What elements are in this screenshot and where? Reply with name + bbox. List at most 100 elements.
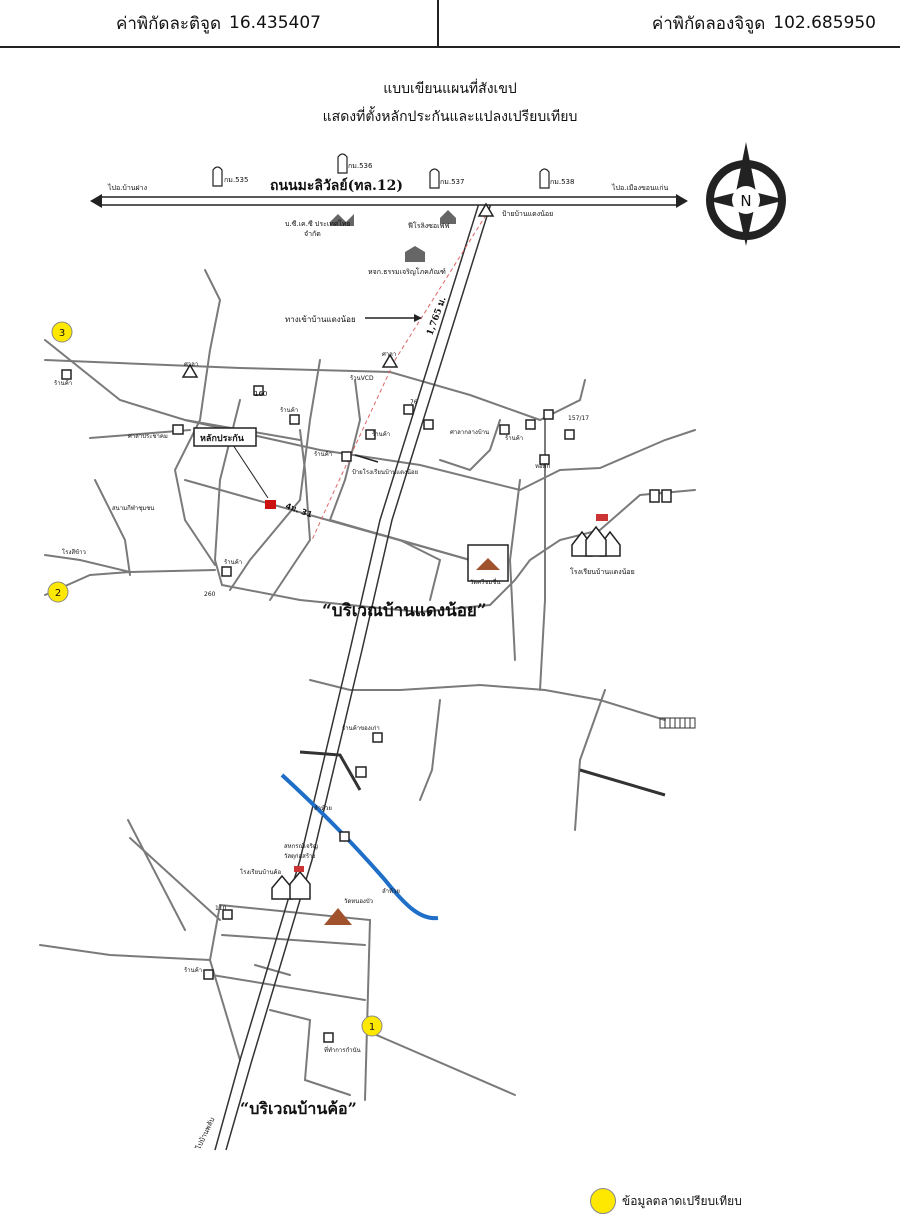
label-110: 110 [215, 905, 227, 912]
label-company2: ฟีโรลิงซอเฟฟ [408, 221, 449, 230]
temple-icon [476, 558, 500, 570]
comparable-marker-1 [361, 1015, 383, 1037]
road-segment [254, 964, 291, 976]
label-hall: หอพัก [535, 463, 551, 470]
factory-roof [330, 214, 354, 226]
longitude-cell: ค่าพิกัดลองจิจูด 102.685950 [439, 0, 900, 46]
label-coop: สหกรณ์เจริญ [284, 842, 318, 850]
label-mill: โรงสีข้าว [62, 548, 86, 556]
road-bankho-east-exit [364, 1029, 516, 1096]
label-road-width: 4ม. 31 [284, 501, 314, 519]
marker-2-label: 2 [55, 588, 61, 599]
road-bankho-west [208, 904, 241, 1061]
collateral-label-box [193, 427, 257, 447]
highway-arrow-east [676, 194, 688, 208]
label-shop-4: ร้านค้า [314, 451, 332, 458]
building [499, 424, 510, 435]
highway-to-left: ไปอ.บ้านฝาง [107, 183, 147, 192]
longitude-value: 102.685950 [773, 13, 876, 33]
road-segment [99, 196, 679, 206]
building [203, 969, 214, 980]
label-to-south: ไปบ้านพลับ [193, 1116, 216, 1152]
temple-icon [324, 908, 352, 925]
road-segment [439, 419, 501, 472]
road-segment [269, 429, 312, 601]
arrowhead [414, 314, 422, 322]
building [372, 732, 383, 743]
label-temple2: วัดหนองบัว [344, 898, 373, 905]
building [403, 404, 414, 415]
label-village-sign: ป้ายบ้านแดงน้อย [502, 210, 553, 218]
compass-ring [732, 186, 760, 214]
building [253, 385, 264, 396]
label-field: สนามกีฬาชุมชน [112, 504, 154, 512]
building [323, 1032, 334, 1043]
road-segment [508, 479, 521, 661]
building [661, 489, 672, 503]
road-segment [127, 819, 186, 931]
compass-n-label: N [740, 192, 751, 210]
road-segment [664, 718, 691, 728]
highway [90, 194, 688, 208]
compass-needle [212, 166, 223, 187]
label-shop-vcd: ร้านVCD [350, 375, 374, 382]
road-west-vertical [213, 399, 241, 586]
label-area-bandaengnoi: “บริเวณบ้านแดงน้อย” [322, 601, 487, 621]
road-bankho-east [219, 904, 372, 1101]
road-bankho-west-exit [39, 944, 211, 961]
comparable-marker-2 [47, 581, 69, 603]
label-collateral: หลักประกัน [200, 433, 245, 444]
label-coop2: วัสดุก่อสร้าง [284, 853, 315, 860]
highway-arrow-west [90, 194, 102, 208]
label-office: ที่ทำการกำนัน [324, 1046, 361, 1054]
label-company3: หจก.ธรรมเจริญโภคภัณฑ์ [368, 267, 446, 276]
building [355, 766, 367, 778]
label-shop-7: ร้านค้า [184, 967, 202, 974]
creek-line [280, 773, 439, 921]
km-538: กม.538 [550, 178, 574, 186]
school-building [289, 870, 311, 900]
road-segment [579, 768, 666, 797]
km-535: กม.535 [224, 176, 248, 184]
building [289, 414, 300, 425]
label-creek-1: ลำห้วย [314, 805, 332, 812]
building [543, 409, 554, 420]
legend: ข้อมูลตลาดเปรียบเทียบ [590, 1188, 742, 1214]
label-pavilion-2: ศาลา [382, 351, 396, 358]
km-536: กม.536 [348, 162, 373, 170]
building [525, 419, 536, 430]
sign-pole [381, 353, 399, 368]
label-shop-5: ร้านค้า [505, 435, 523, 442]
road-segment [269, 1009, 351, 1096]
latitude-label: ค่าพิกัดละติจูด [116, 13, 222, 34]
road-east-west-north [44, 339, 696, 492]
label-company1b: จำกัด [304, 230, 321, 238]
road-segment [221, 934, 366, 946]
km-marker-icons [212, 153, 550, 189]
comparable-marker-3 [51, 321, 73, 343]
marker-1-label: 1 [369, 1022, 375, 1033]
label-shop-3: ร้านค้า [372, 431, 390, 438]
road-segment [229, 359, 321, 591]
legend-text: ข้อมูลตลาดเปรียบเทียบ [622, 1193, 742, 1208]
latitude-cell: ค่าพิกัดละติจูด 16.435407 [0, 0, 439, 46]
dark-tracks [299, 750, 666, 797]
label-160: 160 [254, 390, 267, 398]
label-sala-kaan: ศาลากลางบ้าน [450, 429, 489, 436]
label-157: 157/17 [568, 415, 589, 422]
road-segment [329, 379, 362, 521]
legend-marker-icon [590, 1188, 616, 1214]
flag-icon [596, 514, 608, 521]
road-north-loop [44, 359, 586, 422]
distance-line [311, 214, 487, 541]
compass-needle [736, 142, 756, 192]
label-shop-1: ร้านค้า [54, 380, 72, 387]
longitude-label: ค่าพิกัดลองจิจูด [651, 13, 766, 34]
label-company1: บ.ซี.เค.ซี ประเทศไทย [285, 219, 351, 228]
main-road-north-south [214, 199, 493, 1151]
building [365, 429, 376, 440]
building [339, 831, 350, 842]
label-gold-shop: ร้านค้าของเก่า [342, 725, 380, 732]
local-roads [39, 269, 696, 1101]
